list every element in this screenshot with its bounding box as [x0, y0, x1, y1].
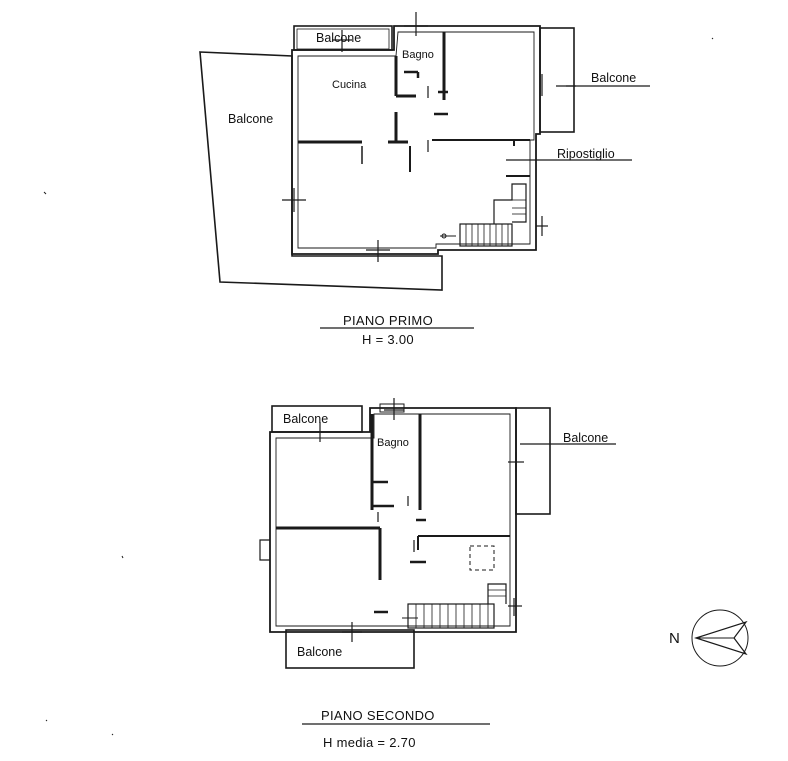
floor2-bottom-balcony-outline — [285, 629, 415, 669]
floor1-height: H = 3.00 — [362, 332, 414, 347]
floor1-right-balcony-outline — [539, 27, 575, 133]
floor2-exterior-wall — [269, 407, 517, 633]
floor1-ripostiglio-label: Ripostiglio — [557, 147, 615, 161]
floor1-balcone-right-label: Balcone — [591, 71, 637, 85]
floor2-balcone-bottom-label: Balcone — [297, 645, 343, 659]
floor1-exterior-wall — [291, 25, 541, 255]
floor1-cucina-label: Cucina — [332, 79, 367, 91]
floor2-bagno-label: Bagno — [377, 437, 409, 449]
floor2-plan — [259, 398, 616, 669]
floor2-right-balcony-outline — [515, 407, 551, 515]
scan-specks — [43, 37, 714, 736]
floor1-balcone-left-label: Balcone — [228, 112, 274, 126]
floor1-balcone-top-label: Balcone — [316, 31, 362, 45]
floor1-title: PIANO PRIMO — [343, 313, 433, 328]
north-arrow-icon — [691, 609, 749, 667]
floor2-title: PIANO SECONDO — [321, 708, 435, 723]
floor2-balcone-top-label: Balcone — [283, 412, 329, 426]
north-label: N — [669, 630, 680, 647]
floor2-height: H media = 2.70 — [323, 735, 416, 750]
floor1-bagno-label: Bagno — [402, 49, 434, 61]
floor2-balcone-right-label: Balcone — [563, 431, 609, 445]
floor1-plan — [199, 12, 650, 291]
